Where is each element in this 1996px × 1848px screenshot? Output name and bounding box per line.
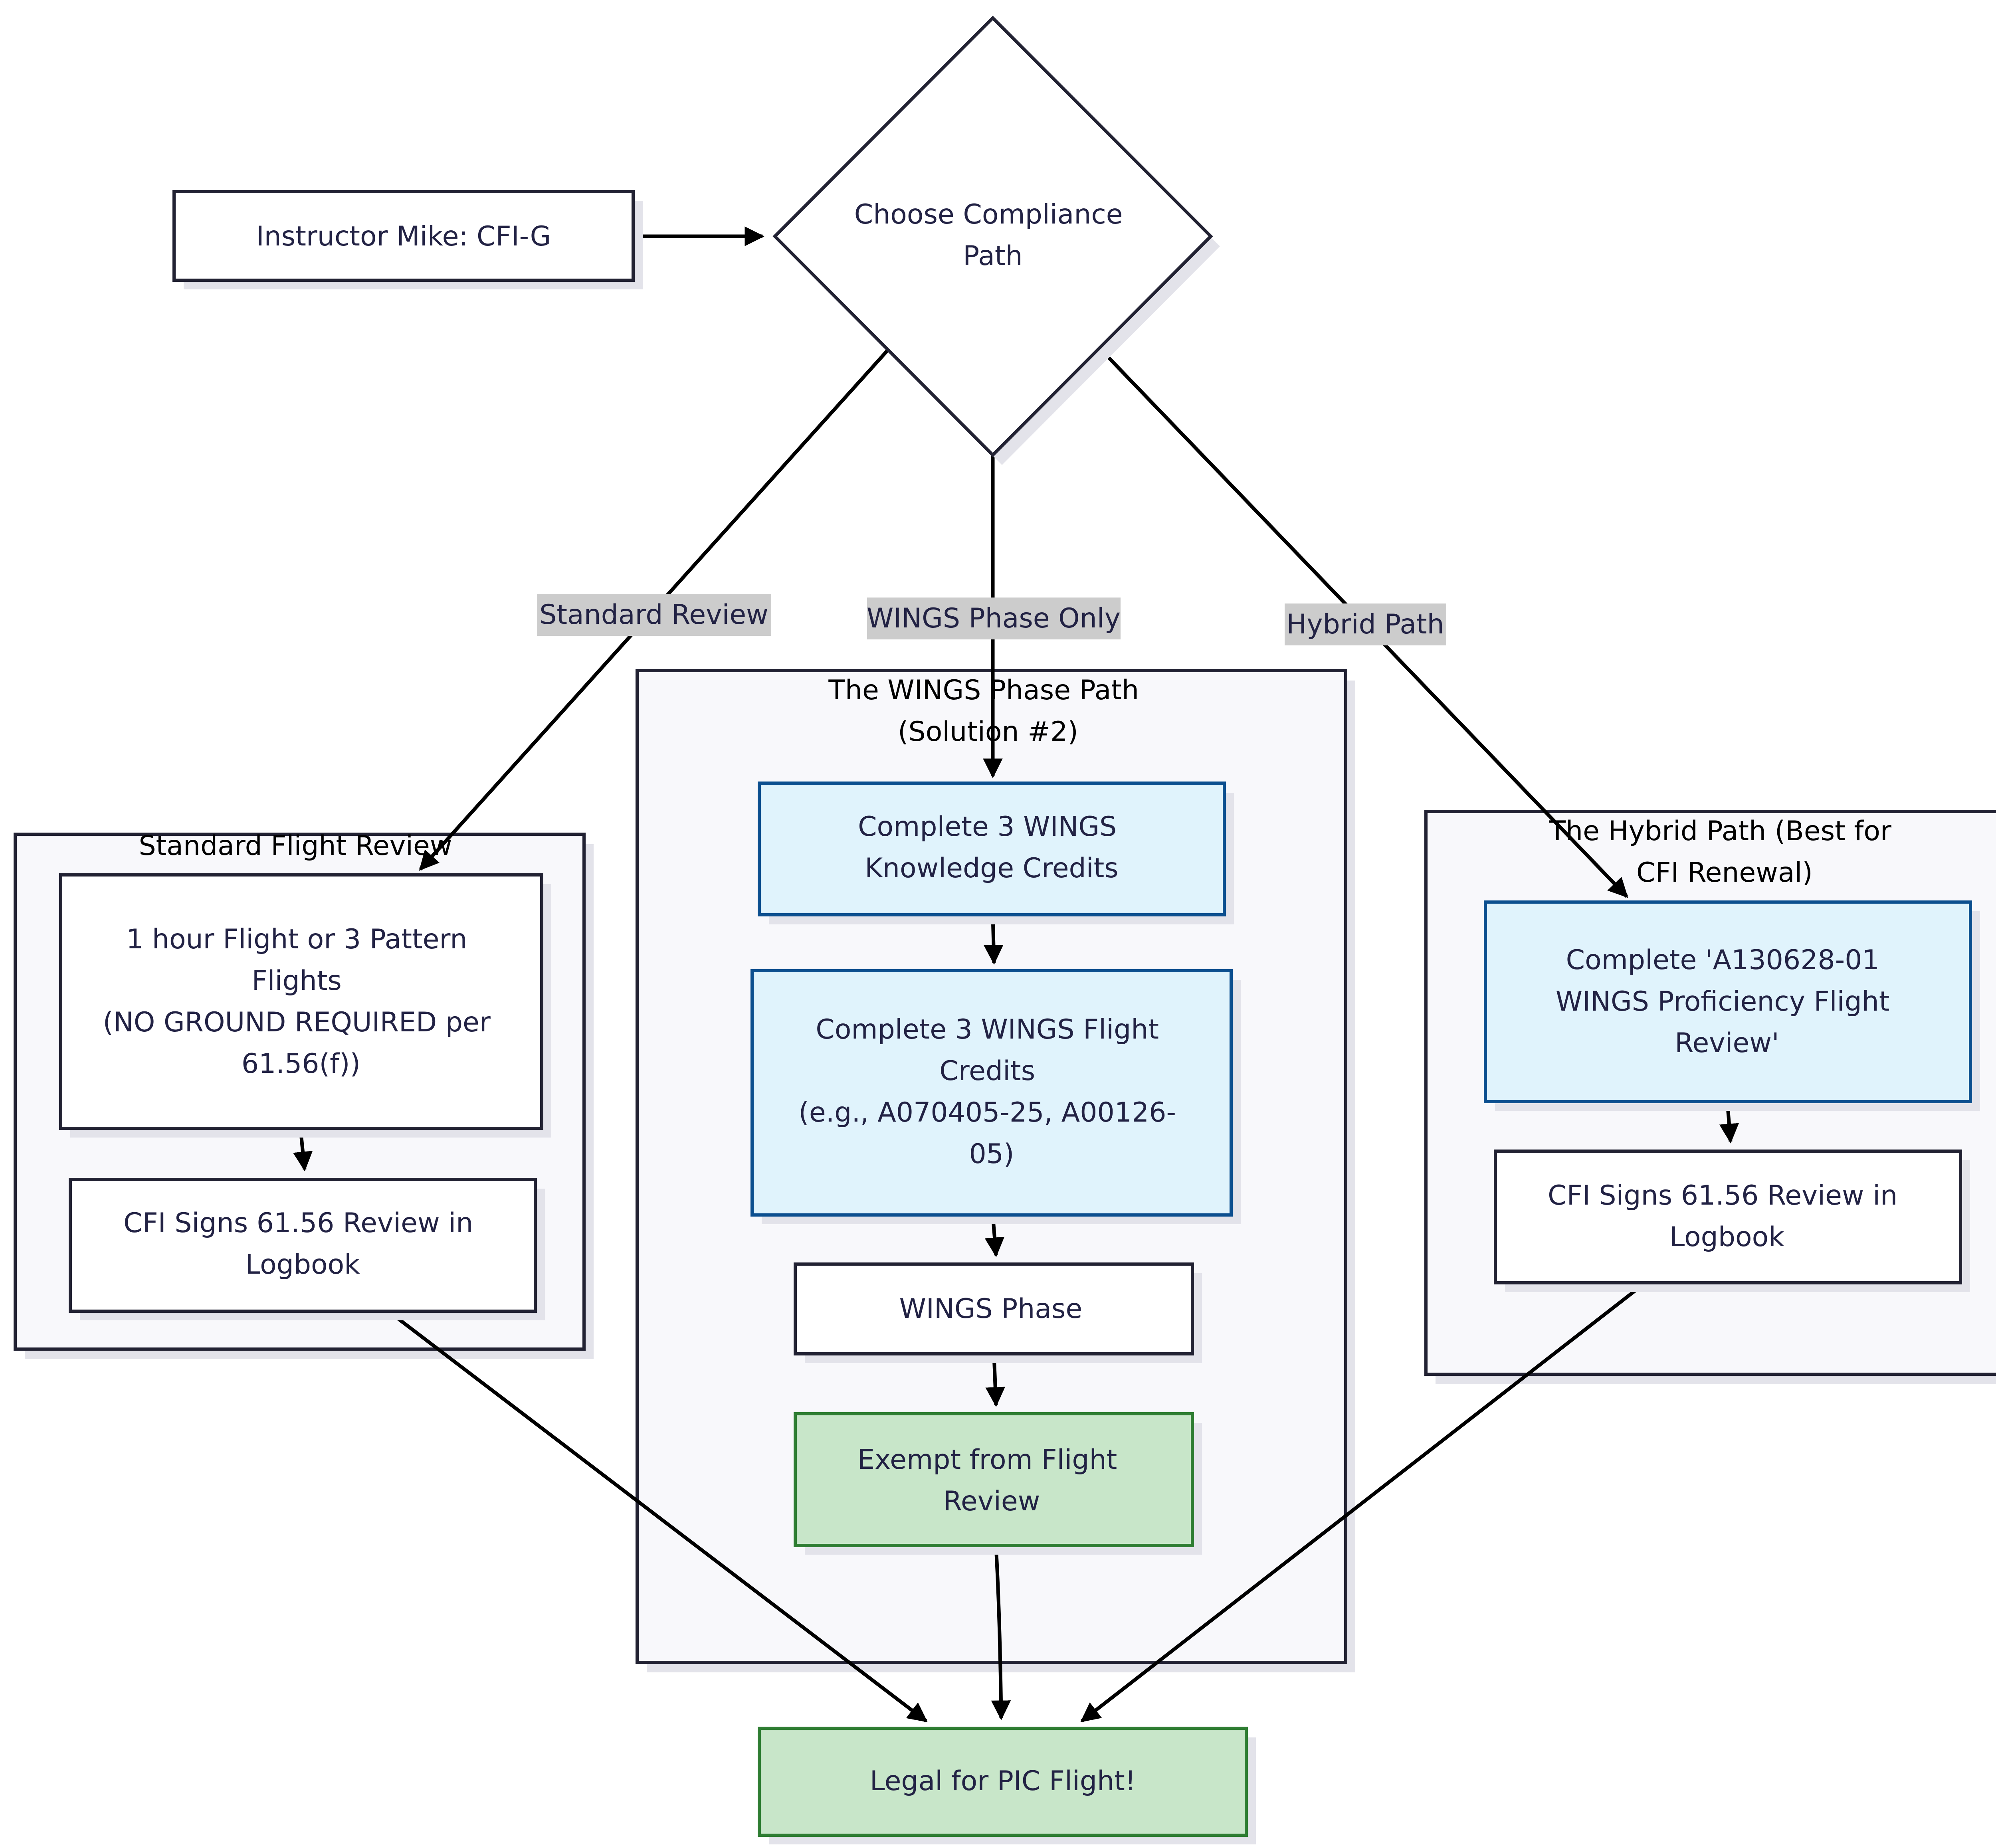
edge-hybrid-sign-to-legal (1080, 1282, 1646, 1723)
wings-knowledge-node[interactable]: Complete 3 WINGS Knowledge Credits (758, 782, 1234, 924)
edge-std-sign-to-legal (386, 1309, 928, 1723)
hybrid-complete-node[interactable]: Complete 'A130628-01 WINGS Proficiency F… (1484, 900, 1980, 1111)
wings-flight-node[interactable]: Complete 3 WINGS Flight Credits (e.g., A… (750, 969, 1241, 1224)
hybrid-sign-node[interactable]: CFI Signs 61.56 Review in Logbook (1494, 1150, 1970, 1292)
exempt-label: Exempt from Flight Review (857, 1444, 1126, 1517)
cluster-hybrid-title: The Hybrid Path (Best for CFI Renewal) (1548, 815, 1900, 888)
hybrid-sign-label: CFI Signs 61.56 Review in Logbook (1548, 1180, 1906, 1253)
instructor-label: Instructor Mike: CFI-G (256, 221, 551, 252)
hybrid-complete-label: Complete 'A130628-01 WINGS Proficiency F… (1556, 944, 1898, 1059)
svg-text:WINGS Phase Only: WINGS Phase Only (867, 603, 1121, 634)
exempt-node[interactable]: Exempt from Flight Review (794, 1412, 1202, 1555)
std-flight-label: 1 hour Flight or 3 Pattern Flights (NO G… (103, 924, 499, 1080)
instructor-node[interactable]: Instructor Mike: CFI-G (172, 190, 643, 289)
wings-phase-label: WINGS Phase (899, 1293, 1083, 1325)
legal-node[interactable]: Legal for PIC Flight! (758, 1727, 1256, 1844)
decision-label: Choose Compliance Path (854, 199, 1132, 272)
wings-knowledge-label: Complete 3 WINGS Knowledge Credits (858, 811, 1125, 884)
std-sign-node[interactable]: CFI Signs 61.56 Review in Logbook (69, 1178, 545, 1320)
decision-node[interactable]: Choose Compliance Path (772, 16, 1220, 465)
edge-label-wings: WINGS Phase Only (867, 598, 1121, 639)
svg-text:Hybrid Path: Hybrid Path (1286, 609, 1444, 640)
edge-label-standard: Standard Review (537, 594, 771, 636)
edge-exempt-to-legal (991, 1546, 1011, 1720)
edge-phase-to-exempt (985, 1355, 1005, 1407)
cluster-wings-title: The WINGS Phase Path (Solution #2) (828, 675, 1147, 748)
wings-flight-label: Complete 3 WINGS Flight Credits (e.g., A… (798, 1014, 1184, 1170)
edge-label-hybrid: Hybrid Path (1285, 603, 1446, 645)
std-sign-label: CFI Signs 61.56 Review in Logbook (123, 1207, 482, 1280)
wings-phase-node[interactable]: WINGS Phase (794, 1262, 1202, 1363)
legal-label: Legal for PIC Flight! (870, 1765, 1136, 1797)
std-flight-node[interactable]: 1 hour Flight or 3 Pattern Flights (NO G… (59, 873, 551, 1138)
svg-text:Standard Review: Standard Review (539, 599, 768, 631)
cluster-standard-title: Standard Flight Review (139, 830, 452, 862)
